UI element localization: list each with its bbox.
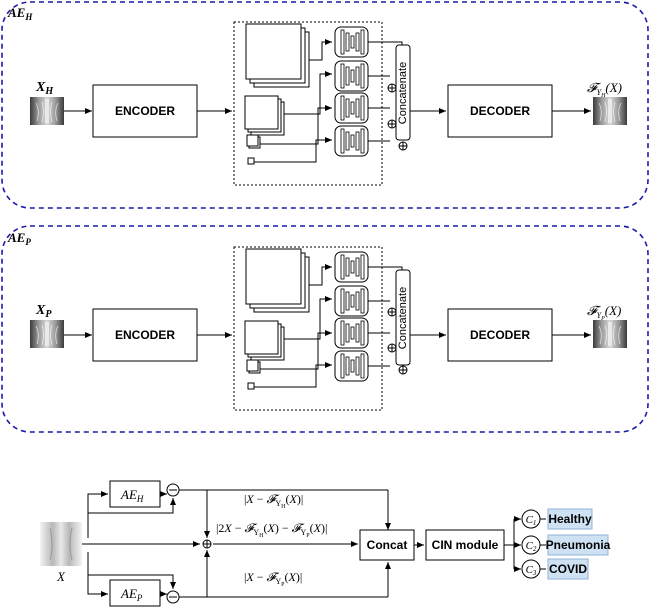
multiscale-features — [234, 247, 382, 410]
concat-block — [395, 269, 411, 366]
encoder-label: ENCODER — [115, 104, 175, 118]
input-xray-image — [40, 522, 82, 566]
classification-pipeline: X AEH |X − 𝓕ΥH(X)| AEP |X − 𝓕ΥP(X)| |2X … — [40, 480, 611, 607]
class-healthy-label: Healthy — [548, 512, 592, 526]
encoder-label: ENCODER — [115, 328, 175, 342]
cin-module-label: CIN module — [432, 538, 499, 552]
expr-top: |X − 𝓕ΥH(X)| — [244, 492, 303, 510]
decoder-branch-1 — [334, 251, 369, 283]
concat-label: Concat — [367, 538, 408, 552]
decoder-block — [447, 308, 553, 362]
concat-block — [395, 44, 411, 141]
decoder-branch-4 — [334, 125, 369, 157]
decoder-branch-1 — [334, 26, 369, 58]
class-healthy-box — [547, 508, 593, 530]
class-pneumonia-box — [547, 534, 609, 556]
input-xray-image — [29, 319, 65, 349]
decoder-label: DECODER — [470, 328, 530, 342]
class-node-c3-label: C3 — [526, 564, 537, 577]
decoder-block — [447, 84, 553, 138]
input-label: X — [56, 569, 66, 584]
panel-title: AEP — [7, 230, 31, 247]
ae-h-panel: AEH XH ENCODER Concatenate DECODER 𝓕ΥH(X… — [1, 1, 649, 209]
class-covid-box — [547, 558, 589, 580]
class-pneumonia-label: Pneumonia — [546, 538, 611, 552]
ae-p-panel: AEP XP ENCODER Concatenate DECODER 𝓕ΥP(X… — [1, 225, 649, 433]
ae-p-block — [109, 579, 161, 607]
panel-title: AEH — [7, 5, 33, 22]
multiscale-features — [234, 22, 382, 185]
output-label: 𝓕ΥP(X) — [587, 303, 621, 322]
output-xray-image — [592, 319, 628, 349]
concat-label: Concatenate — [397, 287, 409, 349]
decoder-branch-4 — [334, 350, 369, 382]
class-node-c2-label: C2 — [526, 540, 537, 553]
expr-bottom: |X − 𝓕ΥP(X)| — [244, 570, 302, 588]
decoder-branch-3 — [334, 317, 369, 349]
decoder-branch-2 — [334, 285, 369, 317]
class-node-c1-label: C1 — [526, 514, 537, 527]
class-covid-label: COVID — [549, 562, 587, 576]
concat-label: Concatenate — [397, 62, 409, 124]
decoder-label: DECODER — [470, 104, 530, 118]
input-label: XP — [35, 303, 52, 320]
output-xray-image — [592, 96, 628, 126]
expr-middle: |2X − 𝓕ΥH(X) − 𝓕ΥP(X)| — [216, 521, 327, 539]
input-xray-image — [29, 96, 65, 126]
concat-block — [359, 529, 415, 561]
input-label: XH — [35, 80, 54, 97]
output-label: 𝓕ΥH(X) — [587, 80, 622, 99]
sum-node — [202, 539, 212, 549]
decoder-branch-3 — [334, 92, 369, 124]
decoder-branch-2 — [334, 60, 369, 92]
